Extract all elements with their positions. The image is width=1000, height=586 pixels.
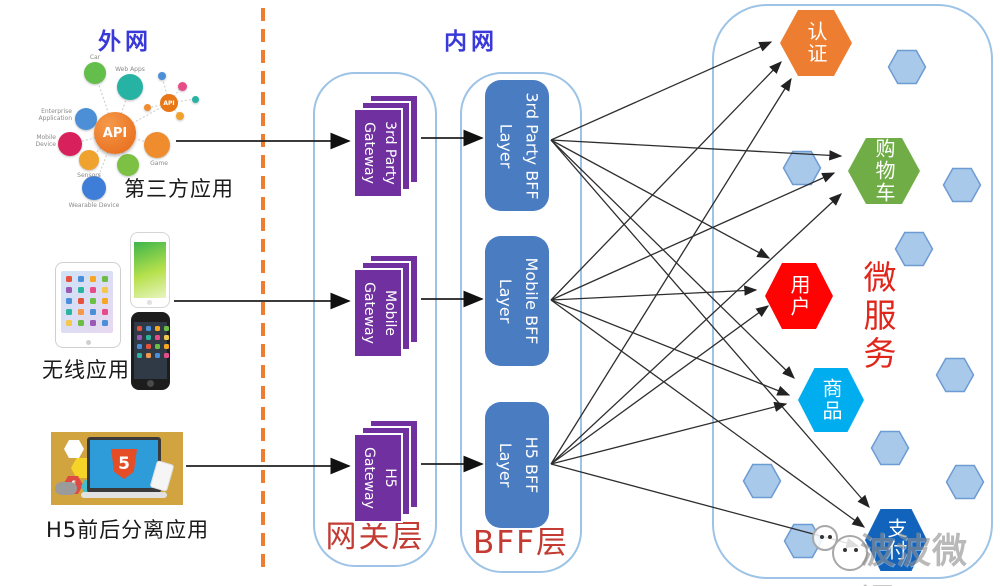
third-party-caption: 第三方应用 [124,177,234,201]
satellite-label: Mobile Device [35,134,56,148]
wearable-device-icon [82,176,106,200]
watermark: 波波微课 [772,505,1000,586]
satellite-label: Game [150,160,168,167]
satellite-label: Car [89,54,101,61]
car-icon [84,62,106,84]
game-controller-icon [55,482,77,495]
mini-node-icon [158,72,166,80]
watermark-logo-icon [832,535,868,571]
game-icon [144,132,170,158]
html5-shield-icon: 5 [111,449,137,479]
web-apps-icon [117,74,143,100]
api-hub-icon: API [94,112,136,154]
android-phone [130,232,170,308]
gateway-layer-label: 网关层 [325,519,425,555]
watermark-text: 波波微课 [860,532,969,586]
internal-zone-title: 内网 [444,29,498,55]
laptop-base [81,492,167,498]
wireless-devices-graphic [55,228,175,394]
satellite-label: Web Apps [115,66,145,73]
mini-node-icon [192,96,199,103]
mini-node-icon [178,82,187,91]
android-screen [134,242,166,298]
service-hexagon-auth: 认证 [780,10,852,76]
iphone-screen [134,322,167,379]
satellite-label: Sensors [77,172,101,179]
wireless-caption: 无线应用 [42,358,130,382]
network-boundary-divider [261,8,265,570]
satellite-label: Enterprise Application [38,108,72,122]
app-icon [117,154,139,176]
laptop-screen: 5 [90,440,158,488]
api-hub-graphic: API API Car Web Apps Enterprise Applicat… [35,54,210,209]
laptop: 5 [87,437,161,493]
mini-node-icon [176,112,184,120]
api-mini-hub-icon: API [160,94,178,112]
sensors-icon [79,150,99,170]
h5-caption: H5前后分离应用 [46,518,210,542]
satellite-label: Wearable Device [68,202,120,209]
external-zone-title: 外网 [98,29,152,55]
mobile-device-icon [58,132,82,156]
tablet [55,262,121,348]
mini-node-icon [144,104,151,111]
h5-app-graphic: f 5 [51,432,183,505]
iphone [131,312,170,390]
microservices-label: 微服务 [858,260,897,374]
apple-hexagon-icon [64,440,84,458]
enterprise-application-icon [75,108,97,130]
tablet-screen [61,271,113,333]
